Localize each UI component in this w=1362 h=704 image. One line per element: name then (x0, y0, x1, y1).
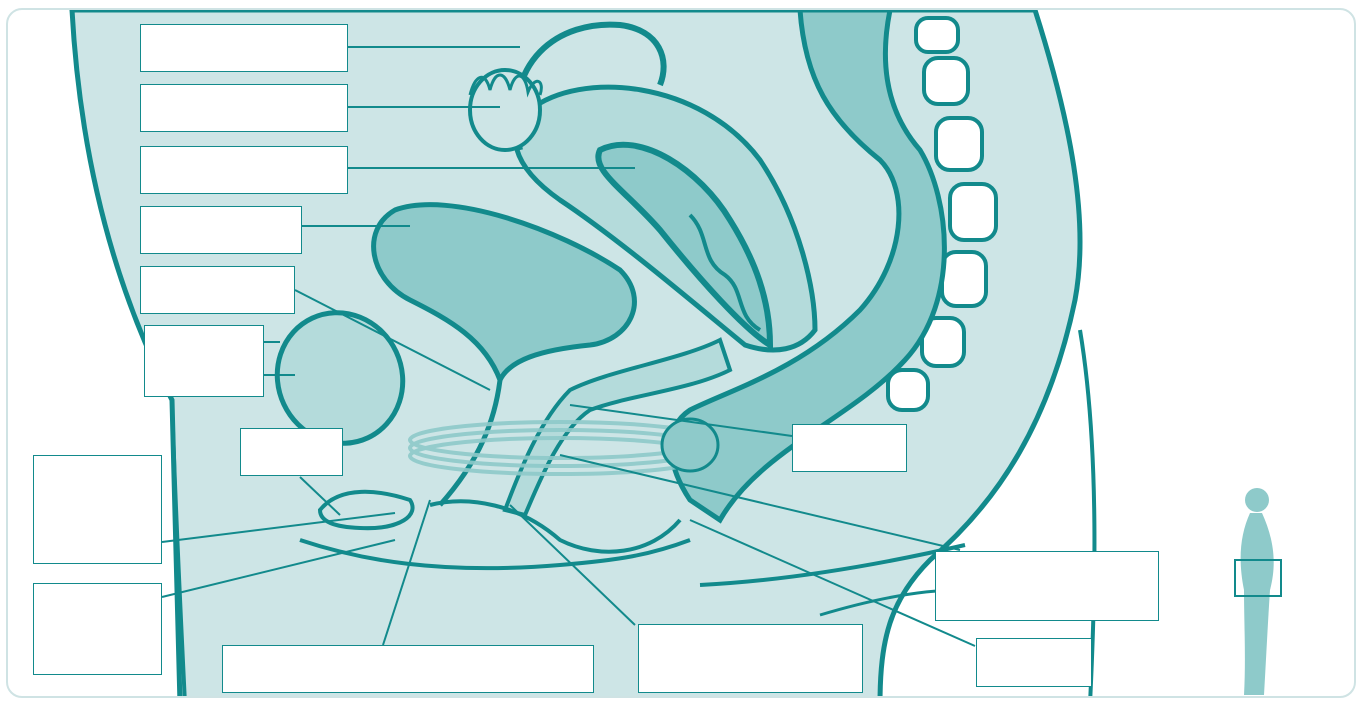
label-box-pelvic-floor[interactable] (935, 551, 1159, 621)
label-box-urethral-opening[interactable] (222, 645, 594, 693)
label-box-bladder[interactable] (140, 206, 302, 254)
label-box-clitoris[interactable] (240, 428, 343, 476)
label-box-cervix[interactable] (140, 266, 295, 314)
label-box-fallopian-tube[interactable] (140, 24, 348, 72)
label-box-vaginal-opening[interactable] (638, 624, 863, 693)
label-box-pubic-bone[interactable] (144, 325, 264, 397)
human-figure-icon (1235, 488, 1281, 695)
label-box-labia-majora[interactable] (33, 583, 162, 675)
label-box-ovary[interactable] (140, 84, 348, 132)
label-box-uterus[interactable] (140, 146, 348, 194)
label-box-vagina[interactable] (792, 424, 907, 472)
anal-sphincter (662, 419, 718, 471)
label-box-labia-minora[interactable] (33, 455, 162, 564)
label-box-anus[interactable] (976, 638, 1092, 687)
ovary (470, 70, 540, 150)
